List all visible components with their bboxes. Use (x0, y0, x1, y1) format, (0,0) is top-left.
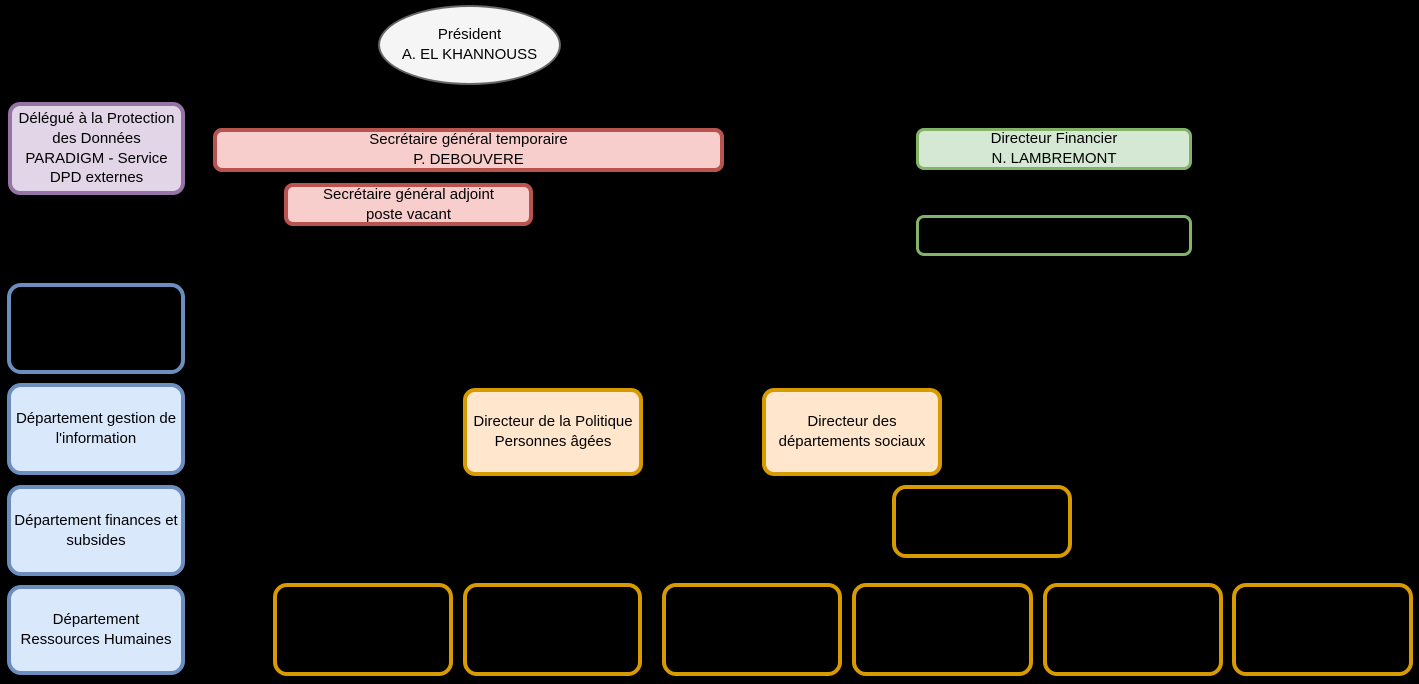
financial-director-node: Directeur Financier N. LAMBREMONT (916, 128, 1192, 170)
financial-director-sub-node-empty (916, 215, 1192, 256)
director-elderly-policy-label: Directeur de la Politique (473, 413, 633, 431)
secretary-adjoint-role: Secrétaire général adjoint (323, 185, 494, 203)
secretary-general-role: Secrétaire général temporaire (369, 131, 568, 149)
financial-director-name: N. LAMBREMONT (991, 150, 1117, 167)
director-social-departments-label: Directeur des (807, 413, 897, 431)
financial-director-role: Directeur Financier (990, 130, 1118, 148)
department-information-node: Département gestion de l'information (7, 383, 185, 475)
department-information-label: Département gestion de (15, 410, 177, 428)
department-finances-node: Département finances et subsides (7, 485, 185, 576)
bottom-empty-node-3 (662, 583, 842, 676)
secretary-general-adjoint-node: Secrétaire général adjoint poste vacant (284, 183, 533, 226)
department-hr-label: Ressources Humaines (20, 631, 172, 648)
dpd-node: Délégué à la Protection des Données PARA… (8, 102, 185, 195)
secretary-adjoint-status: poste vacant (365, 205, 452, 223)
department-hr-label: Département (52, 611, 140, 629)
director-elderly-policy-node: Directeur de la Politique Personnes âgée… (463, 388, 643, 476)
bottom-empty-node-6 (1232, 583, 1413, 676)
department-node-empty (7, 283, 185, 374)
president-name: A. EL KHANNOUSS (401, 46, 538, 63)
director-social-departments-node: Directeur des départements sociaux (762, 388, 942, 476)
bottom-empty-node-4 (852, 583, 1033, 676)
dpd-line: Délégué à la Protection (18, 109, 175, 127)
bottom-empty-node-2 (463, 583, 642, 676)
social-sub-node-empty (892, 485, 1072, 558)
secretary-general-node: Secrétaire général temporaire P. DEBOUVE… (213, 128, 724, 172)
president-role: Président (437, 26, 502, 44)
department-finances-label: subsides (66, 531, 126, 549)
director-elderly-policy-label: Personnes âgées (494, 433, 612, 450)
president-node: Président A. EL KHANNOUSS (378, 5, 561, 85)
department-information-label: l'information (55, 430, 137, 447)
director-social-departments-label: départements sociaux (778, 433, 926, 450)
dpd-line: PARADIGM - Service (25, 149, 168, 167)
department-hr-node: Département Ressources Humaines (7, 585, 185, 675)
department-finances-label: Département finances et (14, 511, 178, 529)
dpd-line: DPD externes (49, 169, 144, 187)
dpd-line: des Données (52, 129, 141, 147)
bottom-empty-node-1 (273, 583, 453, 676)
secretary-general-name: P. DEBOUVERE (413, 151, 524, 168)
bottom-empty-node-5 (1043, 583, 1223, 676)
